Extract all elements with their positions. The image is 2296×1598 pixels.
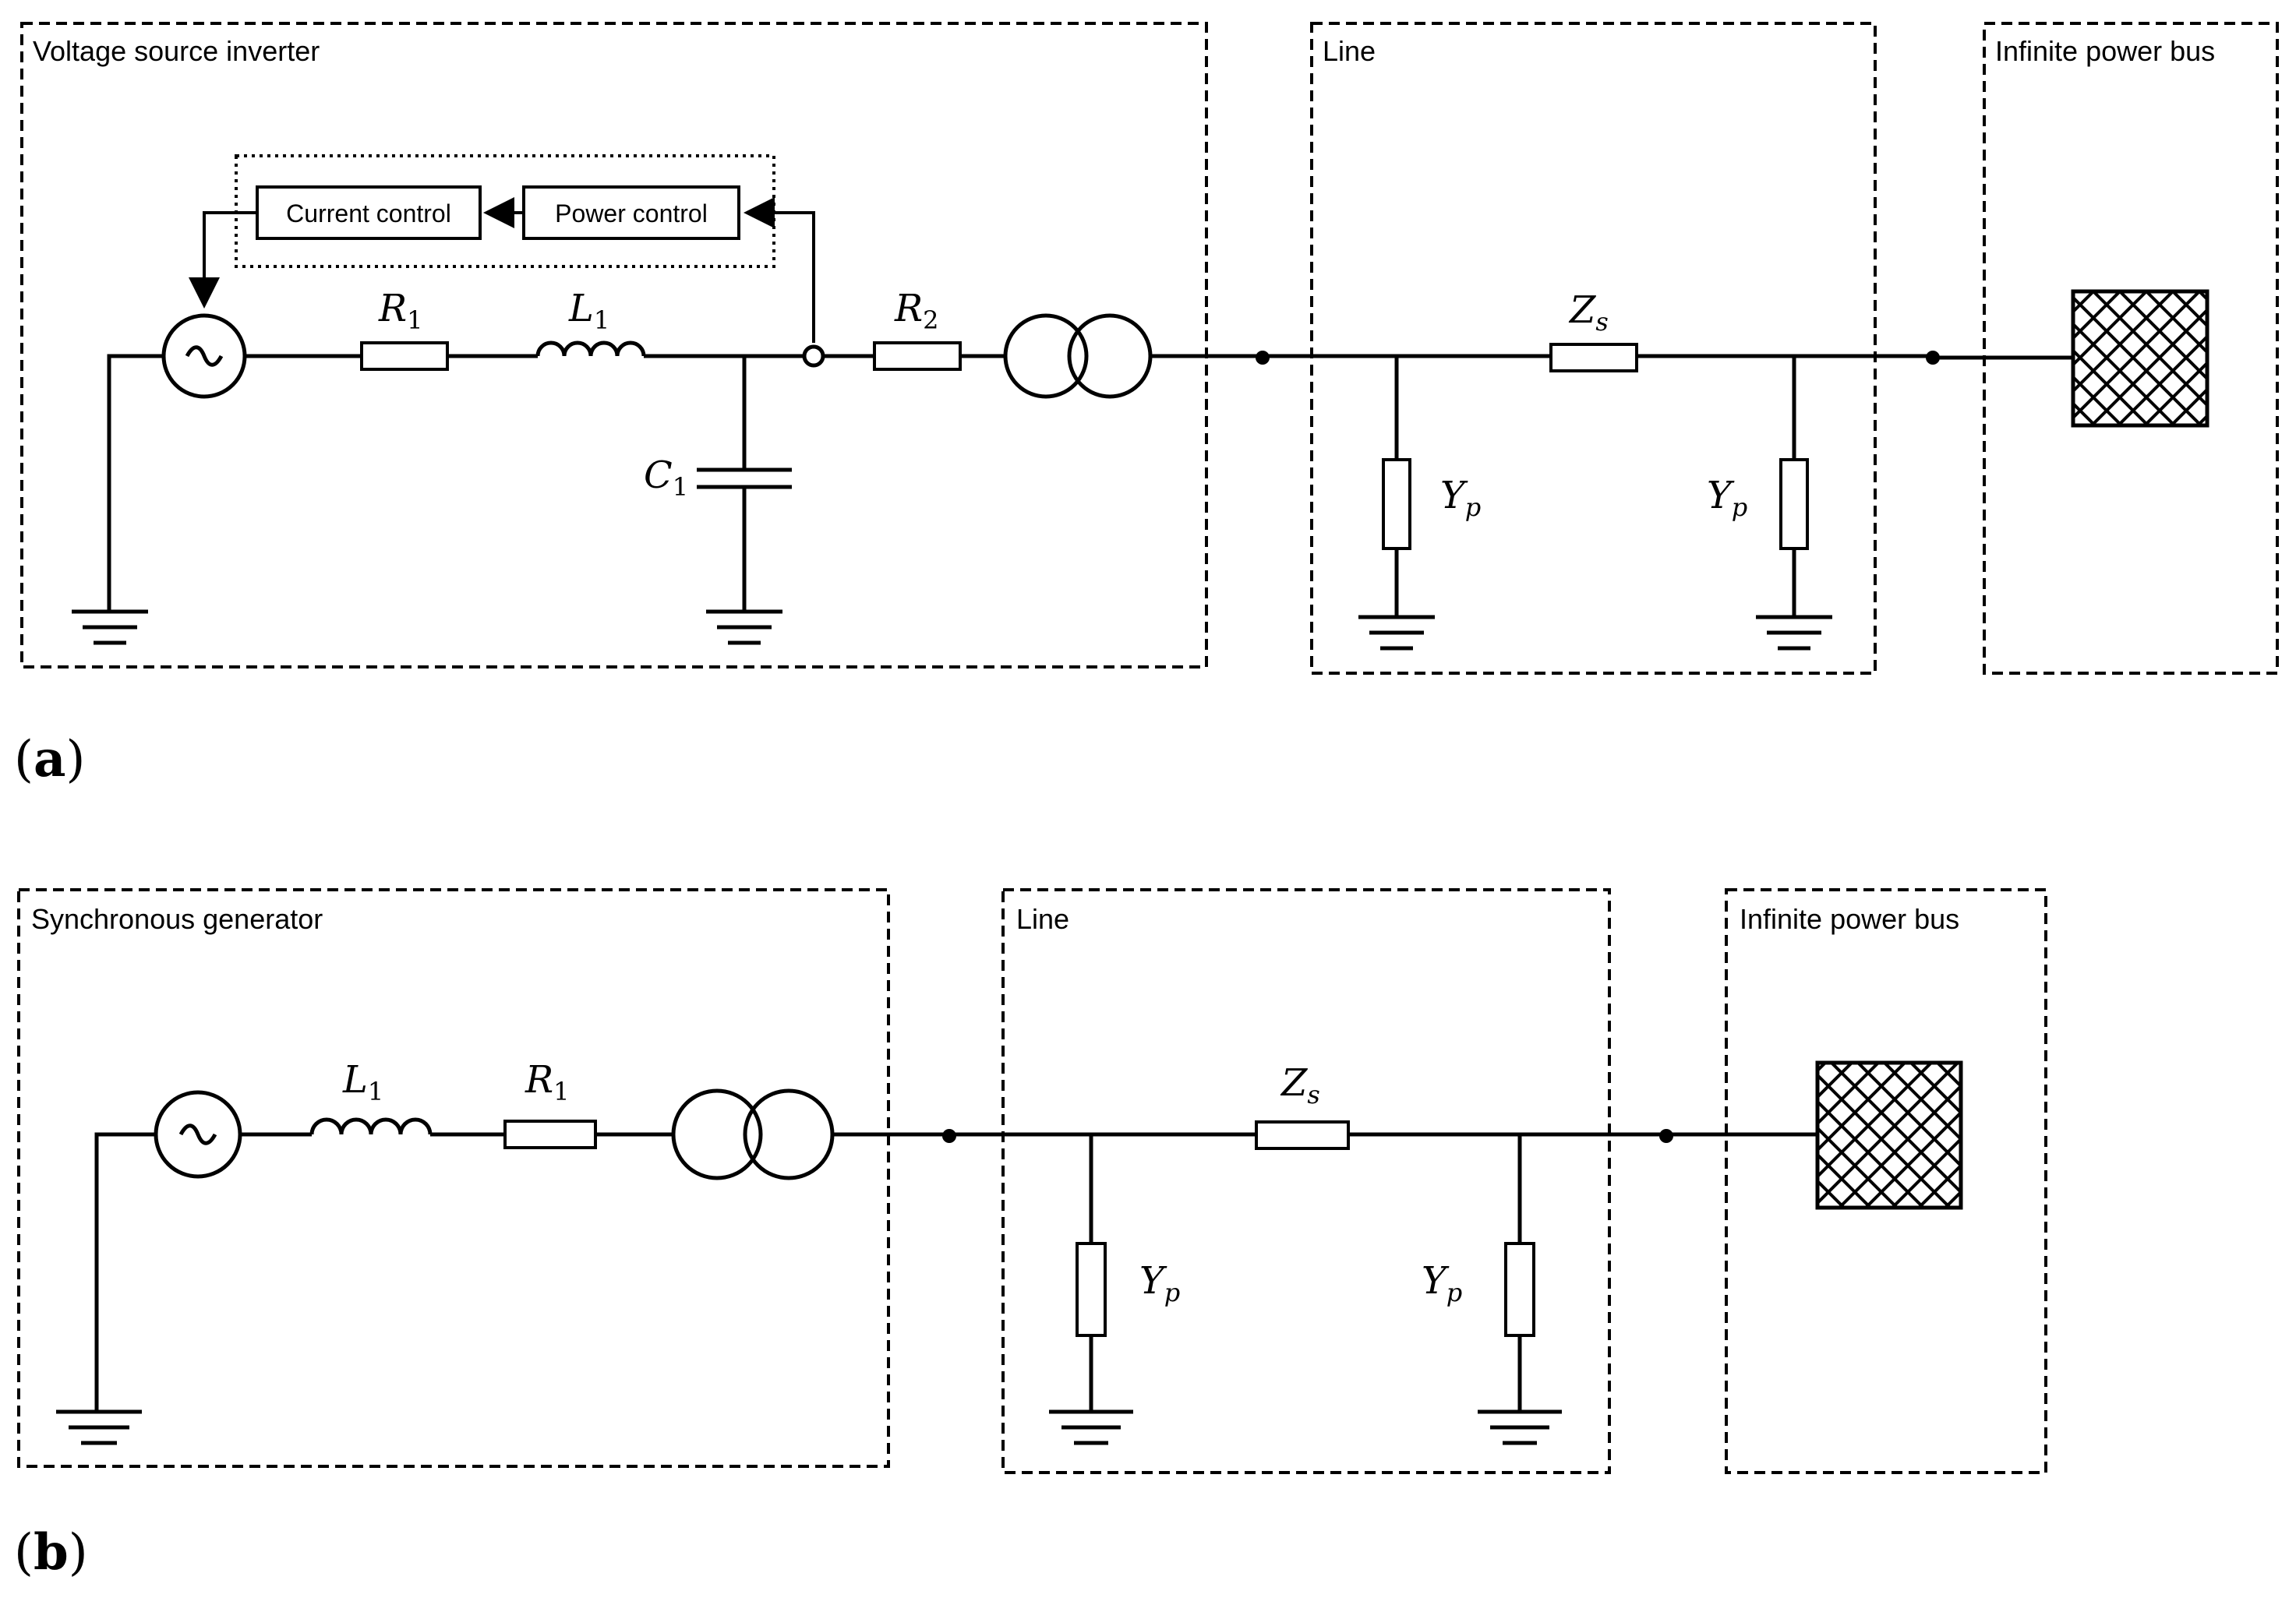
panel-b: Synchronous generator Line Infinite powe…: [14, 888, 2047, 1582]
bus-title-b: Infinite power bus: [1740, 903, 1959, 935]
label-zs-b: Zs: [1280, 1061, 1320, 1109]
ground-symbol-a3: [1358, 615, 1435, 651]
ac-source-b: [154, 1090, 242, 1179]
ac-source-a: [161, 313, 247, 399]
admittance-yp-right-b: [1504, 1242, 1535, 1337]
bus-title-a: Infinite power bus: [1995, 35, 2215, 67]
panel-a: Voltage source inverter Line Infinite po…: [14, 22, 2279, 788]
impedance-zs-a: [1549, 343, 1638, 372]
label-c1: C1: [644, 453, 688, 502]
label-l1-a: L1: [568, 287, 609, 335]
infinite-bus-b: [1815, 1060, 1963, 1210]
generator-title: Synchronous generator: [31, 903, 323, 935]
node-dot-b1: [942, 1129, 956, 1143]
label-zs-a: Zs: [1568, 288, 1609, 337]
label-yp-right-a: Yp: [1707, 474, 1747, 522]
measurement-arrow: [744, 197, 815, 343]
generator-ground-wire: [94, 1132, 156, 1412]
inductor-l1-a: [535, 340, 646, 357]
power-control-block: [522, 185, 740, 240]
current-control-block: [256, 185, 482, 240]
line-title-a: Line: [1323, 35, 1376, 67]
label-yp-right-b: Yp: [1422, 1259, 1462, 1307]
current-control-label: Current control: [286, 199, 451, 228]
inverter-title: Voltage source inverter: [33, 35, 320, 67]
ground-symbol-a2: [706, 609, 782, 645]
ground-symbol-b3: [1478, 1409, 1562, 1445]
transformer-a: [1003, 313, 1153, 399]
line-region-b: [1001, 888, 1611, 1474]
impedance-zs-b: [1255, 1120, 1350, 1150]
inverter-region: [20, 22, 1208, 668]
power-control-label: Power control: [555, 199, 708, 228]
label-r2: R2: [894, 287, 939, 335]
bus-region-b: [1725, 888, 2047, 1474]
line-title-b: Line: [1016, 903, 1069, 935]
admittance-yp-right-a: [1779, 458, 1809, 550]
label-yp-left-b: Yp: [1139, 1259, 1180, 1307]
resistor-r1-a: [360, 341, 449, 371]
admittance-yp-left-b: [1076, 1242, 1107, 1337]
infinite-bus-a: [2071, 289, 2209, 428]
panel-tag-a: (a): [14, 730, 85, 788]
label-l1-b: L1: [342, 1058, 383, 1106]
resistor-r2: [873, 341, 962, 371]
measurement-point: [802, 344, 825, 368]
label-yp-left-a: Yp: [1440, 474, 1481, 522]
ground-symbol-a1: [72, 609, 148, 645]
resistor-r1-b: [503, 1120, 597, 1149]
panel-tag-b: (b): [14, 1523, 88, 1582]
transformer-b: [671, 1088, 835, 1180]
line-region-a: [1310, 22, 1877, 675]
node-dot-b2: [1659, 1129, 1673, 1143]
ground-symbol-b1: [56, 1409, 142, 1445]
admittance-yp-left-a: [1382, 458, 1411, 550]
ground-symbol-b2: [1049, 1409, 1133, 1445]
label-r1-a: R1: [378, 287, 423, 335]
control-to-source-arrow: [189, 211, 257, 309]
source-ground-wire: [107, 354, 164, 612]
inductor-l1-b: [309, 1117, 433, 1135]
bus-region-a: [1983, 22, 2279, 675]
ground-symbol-a4: [1756, 615, 1832, 651]
generator-region: [17, 888, 890, 1468]
node-dot-a1: [1256, 351, 1270, 365]
label-r1-b: R1: [525, 1058, 570, 1106]
